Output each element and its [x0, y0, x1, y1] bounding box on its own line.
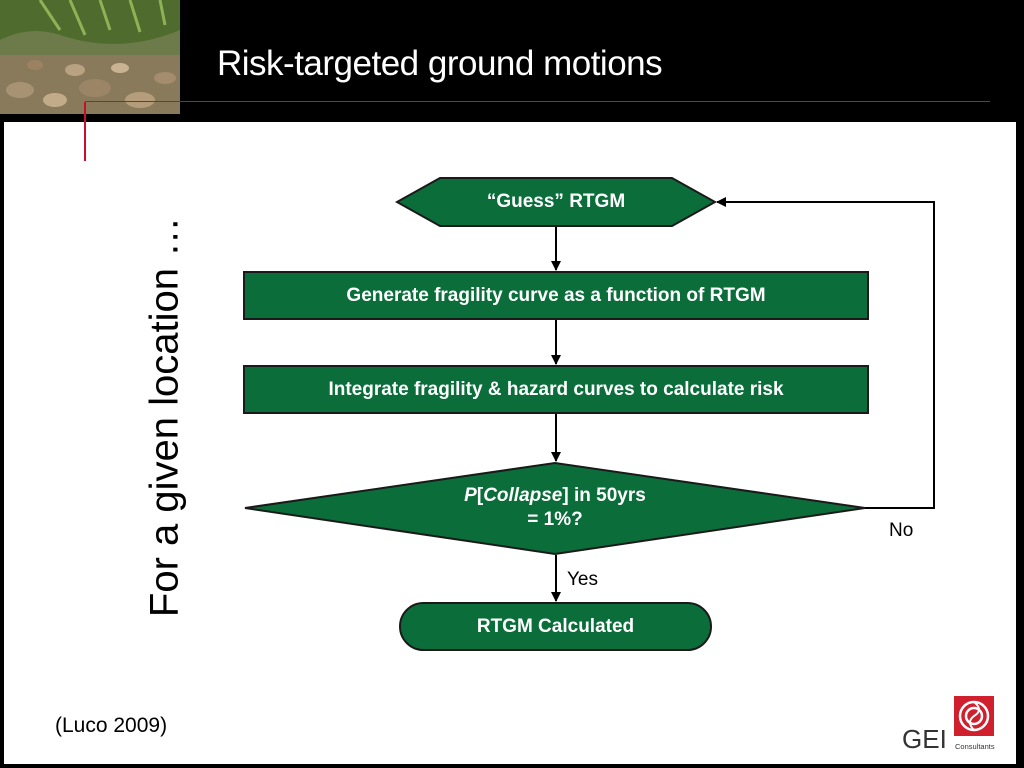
node-result-shape: [399, 602, 712, 651]
decision-line-1: P[Collapse] in 50yrs: [405, 484, 705, 508]
slide-title: Risk-targeted ground motions: [217, 44, 663, 83]
title-rule: [85, 101, 990, 102]
decision-line-2: = 1%?: [527, 509, 583, 530]
arrow-no-loop: [716, 197, 935, 509]
gei-logo-subtitle: Consultants: [955, 742, 995, 751]
node-fragility-label: Generate fragility curve as a function o…: [346, 285, 766, 306]
node-result-label: RTGM Calculated: [476, 616, 635, 637]
node-integrate-label: Integrate fragility & hazard curves to c…: [328, 379, 784, 400]
accent-line: [84, 102, 86, 161]
edge-label-yes: Yes: [567, 569, 598, 590]
decision-collapse: Collapse: [483, 485, 563, 506]
node-guess-shape: [394, 177, 718, 227]
slide-body: [4, 122, 1016, 764]
node-decision-label: P[Collapse] in 50yrs = 1%?: [405, 484, 705, 532]
header-photo-riverbed: [0, 0, 180, 114]
decision-p: P: [464, 485, 477, 506]
citation: (Luco 2009): [55, 714, 168, 737]
node-fragility-shape: [243, 271, 869, 320]
decision-rest: ] in 50yrs: [562, 485, 646, 506]
gei-logo: GEI Consultants: [902, 696, 995, 754]
edge-label-no: No: [889, 520, 914, 541]
node-guess-label: “Guess” RTGM: [486, 191, 626, 212]
node-integrate-shape: [243, 365, 869, 414]
slide-header: Risk-targeted ground motions: [0, 0, 1024, 122]
gei-logo-name: GEI: [902, 724, 947, 754]
decision-open-bracket: [: [476, 485, 484, 506]
